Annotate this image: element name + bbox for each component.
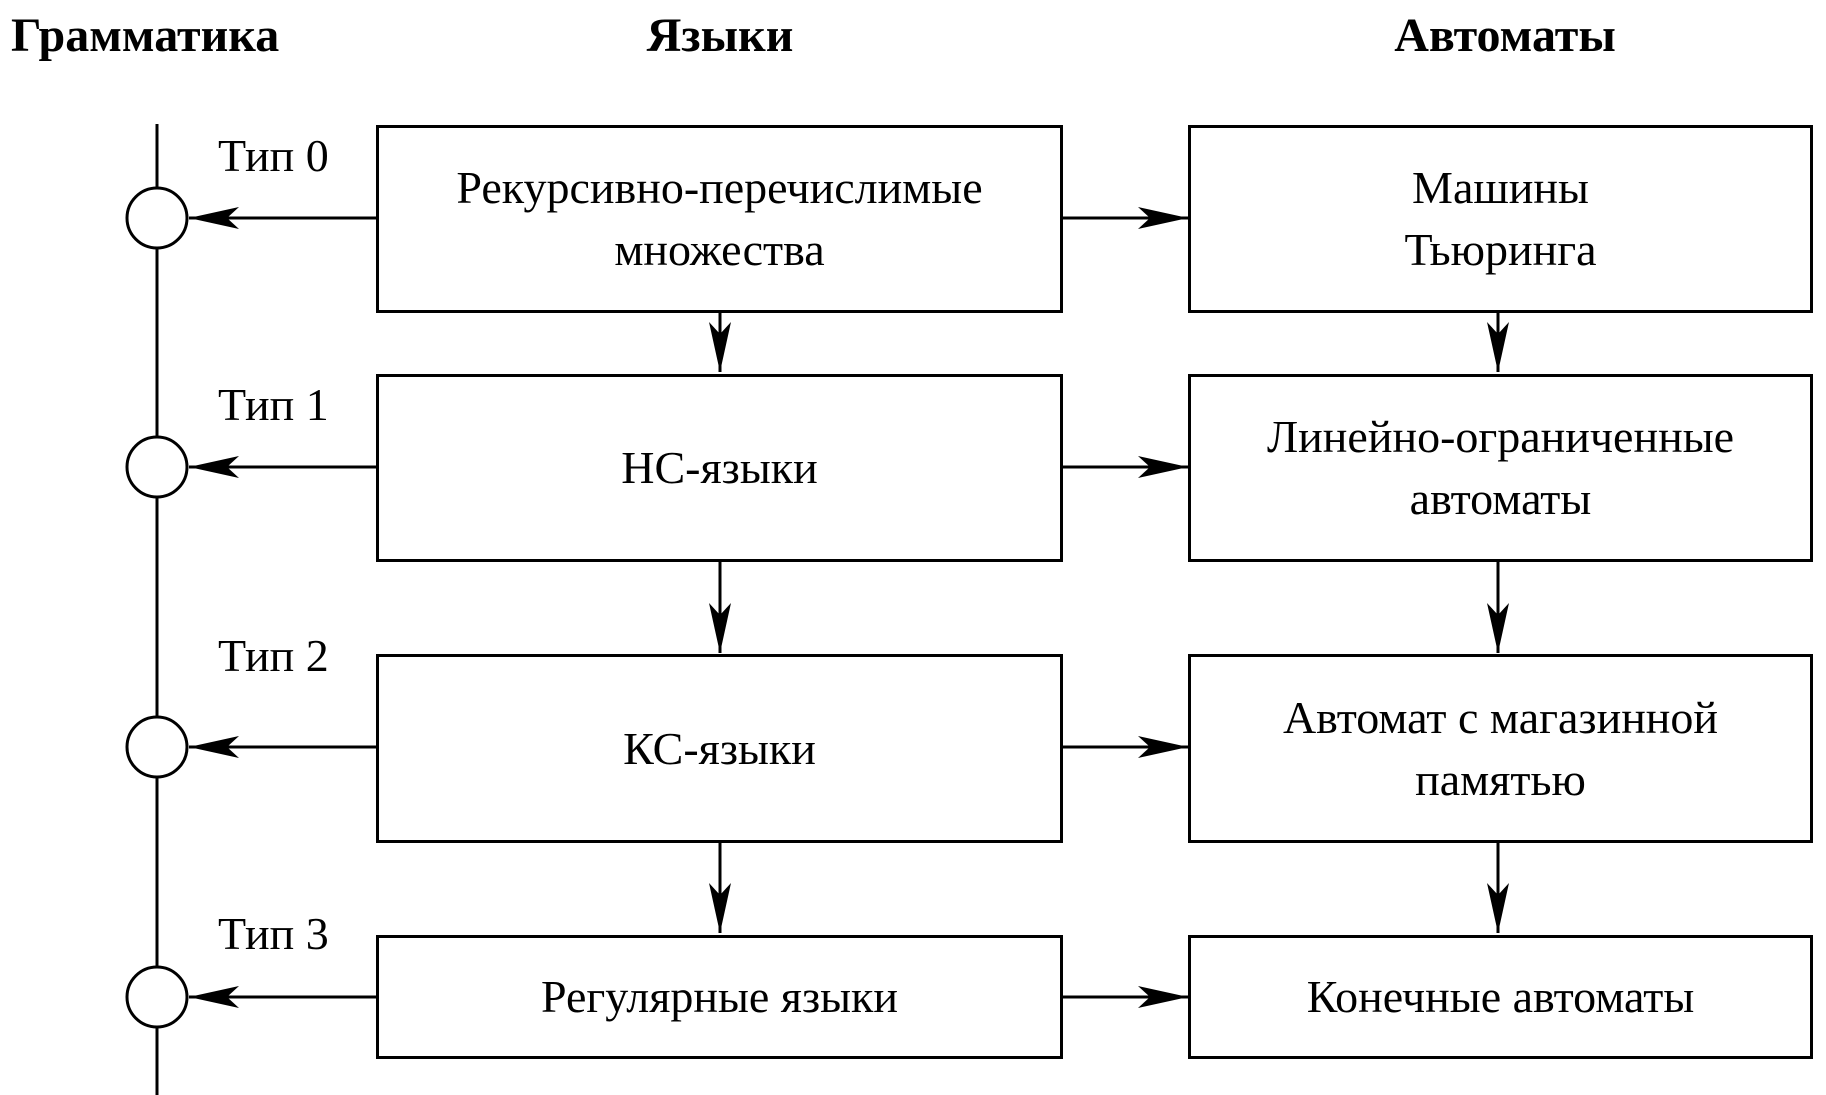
language-box-line-1: НС-языки [621,442,818,493]
automaton-box-line-1: Конечные автоматы [1306,971,1695,1022]
language-box-type-3: Регулярные языки [376,935,1063,1059]
language-box-line-1: Регулярные языки [541,971,898,1022]
language-box-type-1: НС-языки [376,374,1063,562]
automaton-box-line-1: Автомат с магазинной [1282,691,1719,743]
automaton-box-line-2: памятью [1415,753,1586,805]
grammar-node-type-3 [125,965,189,1029]
automaton-box-line-2: Тьюринга [1404,224,1597,275]
language-box-type-0: Рекурсивно-перечислимые множества [376,125,1063,313]
automaton-box-line-1: Машины [1412,162,1589,213]
grammar-node-type-2 [125,715,189,779]
type-label-1: Тип 1 [218,379,329,430]
type-label-3: Тип 3 [218,908,329,959]
language-box-line-1: КС-языки [623,722,816,774]
automaton-box-type-3: Конечные автоматы [1188,935,1813,1059]
language-box-line-2: множества [614,224,825,275]
grammar-node-type-0 [125,186,189,250]
column-header-languages: Языки [646,9,794,62]
automaton-box-line-2: автоматы [1409,473,1592,524]
column-header-grammar: Грамматика [11,9,280,62]
language-box-line-1: Рекурсивно-перечислимые [456,162,983,213]
automaton-box-type-1: Линейно-ограниченные автоматы [1188,374,1813,562]
language-box-type-2: КС-языки [376,654,1063,843]
grammar-node-type-1 [125,435,189,499]
column-header-automata: Автоматы [1394,9,1616,62]
automaton-box-type-2: Автомат с магазинной памятью [1188,654,1813,843]
type-label-2: Тип 2 [218,630,329,681]
type-label-0: Тип 0 [218,130,329,181]
automaton-box-line-1: Линейно-ограниченные [1266,411,1735,462]
automaton-box-type-0: Машины Тьюринга [1188,125,1813,313]
